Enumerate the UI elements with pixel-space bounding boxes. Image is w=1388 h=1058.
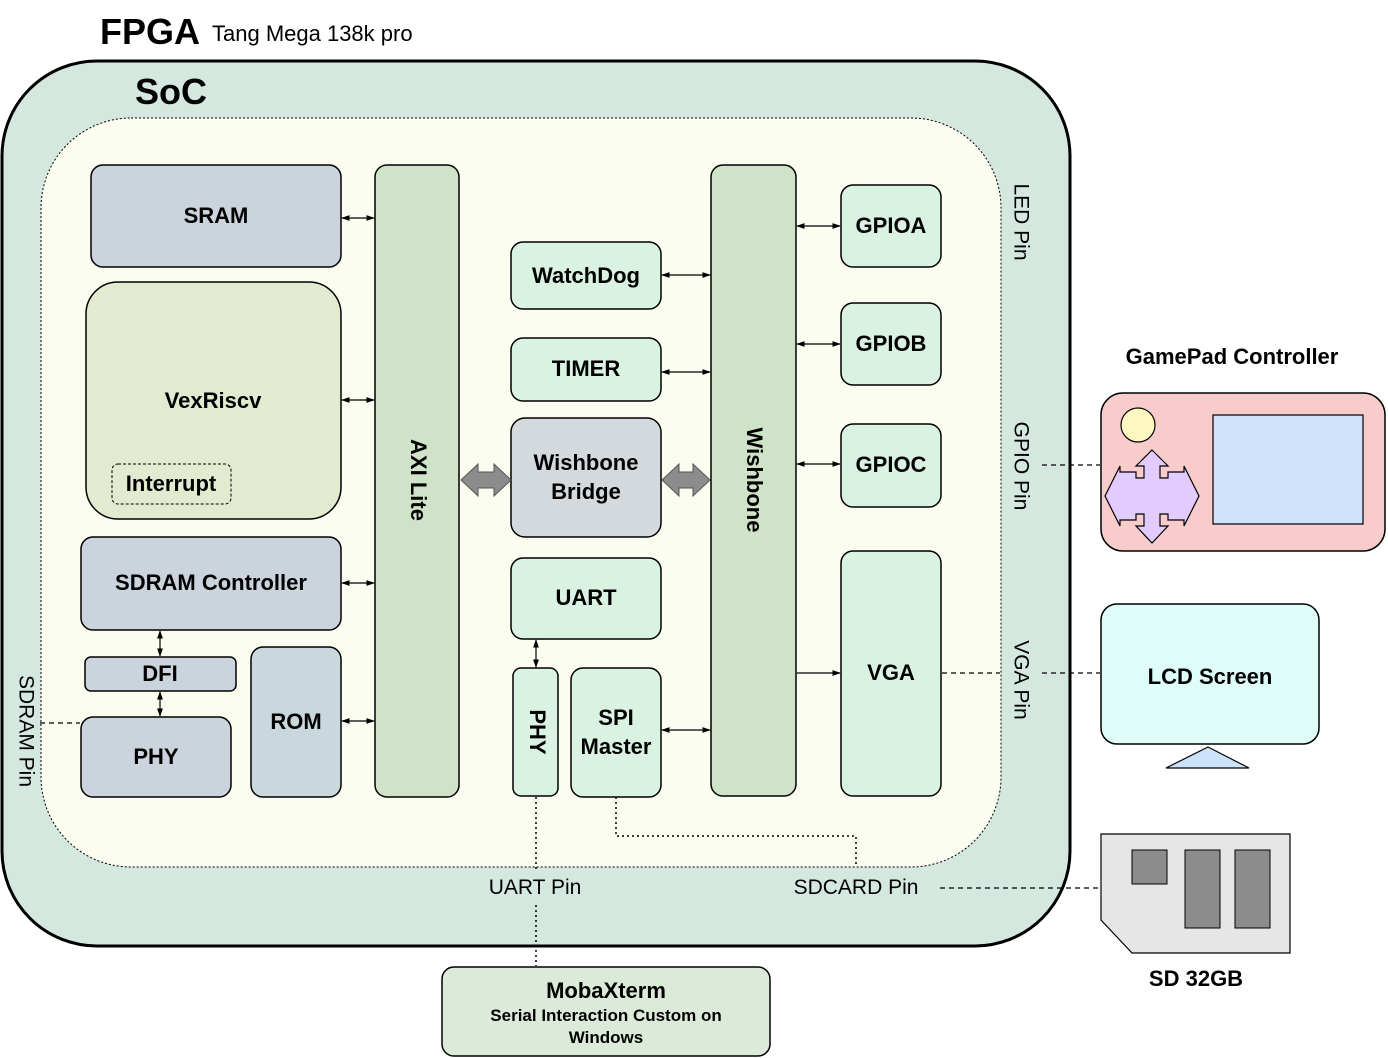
spi-master-label-line1: SPI xyxy=(598,705,633,730)
gpioc-label: GPIOC xyxy=(856,452,927,477)
axi-lite-bus xyxy=(374,164,460,798)
gpioa-block xyxy=(840,184,942,268)
vga-pin-label: VGA Pin xyxy=(1009,640,1032,719)
mobaxterm-desc-line2: Windows xyxy=(569,1028,643,1047)
mobaxterm-title: MobaXterm xyxy=(546,978,666,1003)
mobaxterm-desc-line1: Serial Interaction Custom on xyxy=(490,1006,721,1025)
sd-card-label: SD 32GB xyxy=(1149,966,1243,991)
sd-card-contact-2 xyxy=(1184,849,1221,929)
lcd-screen-block xyxy=(1100,603,1320,745)
sdram-controller-label: SDRAM Controller xyxy=(115,570,307,595)
mem-phy-label: PHY xyxy=(133,744,179,769)
dfi-label: DFI xyxy=(142,661,177,686)
timer-label: TIMER xyxy=(552,356,621,381)
sd-card-contact-1 xyxy=(1131,849,1168,885)
uart-label: UART xyxy=(555,585,617,610)
vga-block xyxy=(840,550,942,797)
sdram-controller-block xyxy=(80,536,342,631)
gpiob-label: GPIOB xyxy=(856,331,927,356)
sram-label: SRAM xyxy=(184,203,249,228)
gamepad-screen-icon xyxy=(1212,414,1364,525)
uart-pin-label: UART Pin xyxy=(489,876,582,899)
wishbone-bus-label: Wishbone xyxy=(742,428,767,533)
watchdog-block xyxy=(510,241,662,310)
gamepad-dpad-icon xyxy=(1104,449,1200,544)
wishbone-bridge-block xyxy=(510,417,662,538)
spi-master-block xyxy=(570,667,662,798)
gpioc-block xyxy=(840,423,942,508)
interrupt-block xyxy=(111,463,232,505)
axi-lite-label: AXI Lite xyxy=(406,439,431,521)
timer-block xyxy=(510,337,662,402)
board-name: Tang Mega 138k pro xyxy=(212,21,413,46)
uart-phy-label: PHY xyxy=(525,709,550,755)
gpiob-block xyxy=(840,302,942,386)
gpio-pin-label: GPIO Pin xyxy=(1009,422,1032,511)
wishbone-bridge-label-line2: Bridge xyxy=(551,479,621,504)
mem-phy-block xyxy=(80,716,232,798)
wishbone-bus xyxy=(710,164,797,797)
rom-label: ROM xyxy=(270,709,321,734)
lcd-screen-label: LCD Screen xyxy=(1148,664,1273,689)
spi-master-label-line2: Master xyxy=(581,734,652,759)
sdcard-pin-label: SDCARD Pin xyxy=(794,876,919,899)
vga-label: VGA xyxy=(867,660,915,685)
vexriscv-block xyxy=(85,281,342,520)
watchdog-label: WatchDog xyxy=(532,263,640,288)
gamepad-title: GamePad Controller xyxy=(1126,344,1339,369)
sd-card-contact-3 xyxy=(1234,849,1271,929)
uart-phy-block xyxy=(512,667,559,797)
fpga-title: FPGA xyxy=(100,11,200,52)
bridge-wishbone-arrow xyxy=(661,462,711,498)
gamepad-button-icon xyxy=(1120,407,1156,443)
axi-bridge-arrow xyxy=(460,462,512,498)
vexriscv-label: VexRiscv xyxy=(165,388,262,413)
lcd-stand-icon xyxy=(1165,746,1250,769)
mobaxterm-block xyxy=(441,966,771,1057)
gpioa-label: GPIOA xyxy=(856,213,927,238)
soc-label: SoC xyxy=(135,71,207,112)
sram-block xyxy=(90,164,342,268)
rom-block xyxy=(250,646,342,798)
led-pin-label: LED Pin xyxy=(1009,183,1032,260)
interrupt-label: Interrupt xyxy=(126,471,217,496)
wishbone-bridge-label-line1: Wishbone xyxy=(534,450,639,475)
sdram-pin-label: SDRAM Pin xyxy=(14,675,37,787)
dfi-block xyxy=(84,656,237,692)
uart-block xyxy=(510,557,662,640)
